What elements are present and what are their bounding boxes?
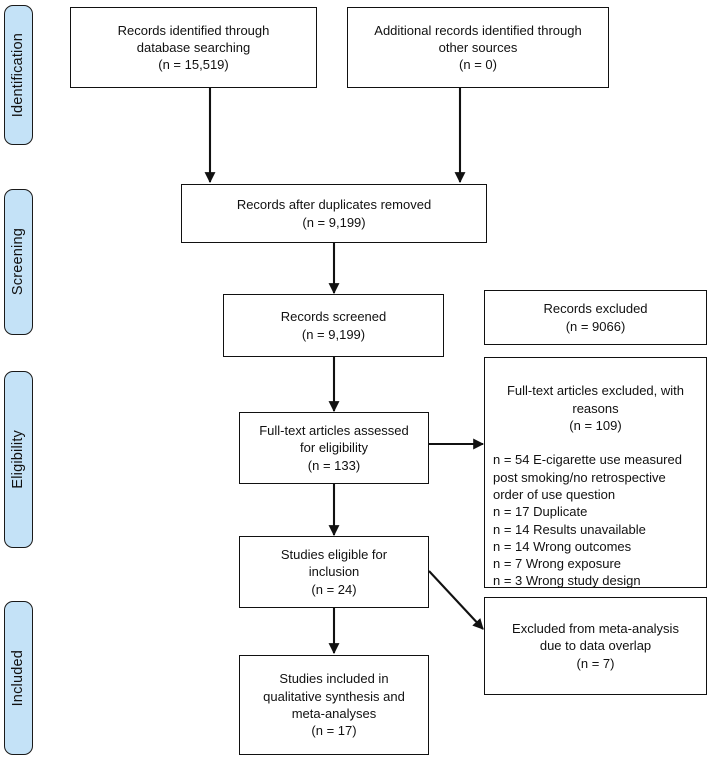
box-studies-eligible-inclusion: Studies eligible for inclusion (n = 24) bbox=[239, 536, 429, 608]
stage-tab-identification: Identification bbox=[4, 5, 33, 145]
box-records-screened: Records screened (n = 9,199) bbox=[223, 294, 444, 357]
box-excluded-from-meta-analysis: Excluded from meta-analysis due to data … bbox=[484, 597, 707, 695]
stage-label-eligibility: Eligibility bbox=[10, 430, 27, 489]
box-additional-records-other-sources: Additional records identified through ot… bbox=[347, 7, 609, 88]
stage-tab-eligibility: Eligibility bbox=[4, 371, 33, 548]
stage-label-included: Included bbox=[10, 649, 27, 707]
fulltext-excluded-heading: Full-text articles excluded, with reason… bbox=[506, 383, 684, 433]
box-studies-included-synthesis: Studies included in qualitative synthesi… bbox=[239, 655, 429, 755]
box-fulltext-articles-assessed: Full-text articles assessed for eligibil… bbox=[239, 412, 429, 484]
box-fulltext-articles-excluded-reasons: Full-text articles excluded, with reason… bbox=[484, 357, 707, 588]
box-records-after-duplicates-removed: Records after duplicates removed (n = 9,… bbox=[181, 184, 487, 243]
fulltext-excluded-reasons: n = 54 E-cigarette use measured post smo… bbox=[493, 452, 682, 589]
stage-tab-included: Included bbox=[4, 601, 33, 755]
box-records-excluded: Records excluded (n = 9066) bbox=[484, 290, 707, 345]
box-records-identified-database: Records identified through database sear… bbox=[70, 7, 317, 88]
arrow-eligible-to-overlap bbox=[428, 570, 484, 630]
stage-label-identification: Identification bbox=[10, 32, 27, 118]
stage-tab-screening: Screening bbox=[4, 189, 33, 335]
stage-label-screening: Screening bbox=[10, 228, 27, 296]
